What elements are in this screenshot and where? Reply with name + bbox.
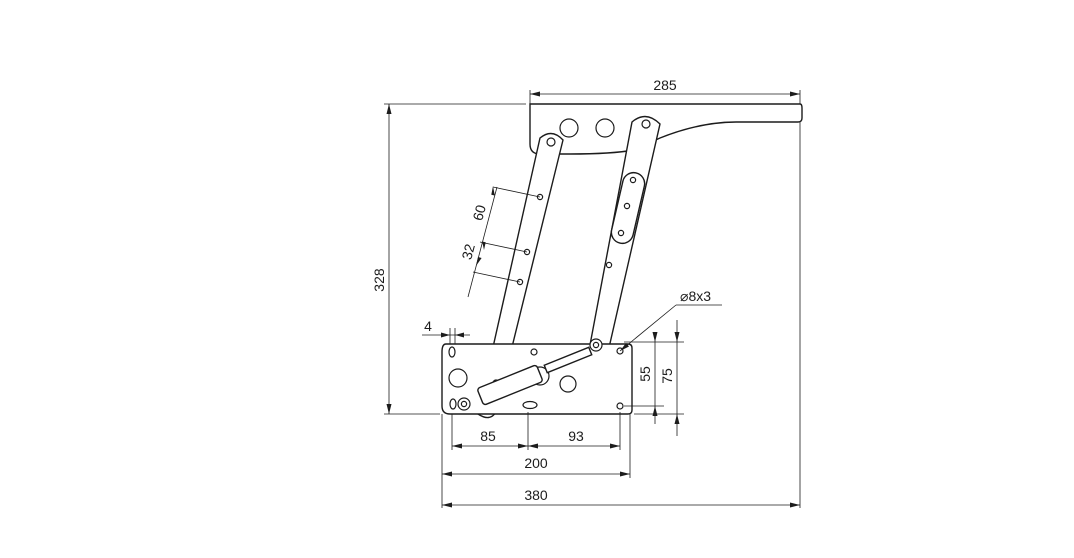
spring-eye-inner — [460, 400, 468, 408]
dimension-span-380: 380 — [442, 122, 801, 508]
dimension-top-width: 285 — [529, 77, 801, 104]
arm-hole — [605, 261, 613, 269]
top-mounting-plate — [529, 103, 803, 155]
arm-hole — [623, 202, 631, 210]
base-slot — [449, 398, 457, 410]
base-hole — [530, 348, 538, 356]
base-hole-large — [559, 375, 577, 393]
spring-eye-inner — [592, 341, 600, 349]
arm-pivot — [641, 119, 651, 129]
base-hole — [616, 402, 624, 410]
spring-cylinder — [477, 364, 543, 406]
dimension-base-offset: 4 — [422, 318, 470, 344]
diameter-symbol: ⌀ — [680, 288, 688, 304]
dimension-label: 4 — [424, 318, 432, 334]
dimension-hole-callout: ⌀8x3 — [619, 288, 722, 352]
gas-spring — [457, 338, 603, 411]
dimension-label: 60 — [469, 203, 489, 222]
dimension-label: 32 — [458, 242, 478, 261]
dimension-label: 93 — [568, 428, 584, 444]
dimension-horizontal-spans: 85 93 — [451, 412, 621, 450]
dimension-label: 285 — [653, 77, 677, 93]
base-hole-large — [448, 368, 468, 388]
plate-hole — [595, 118, 615, 138]
base-slot — [448, 346, 456, 358]
dimension-label: 55 — [637, 366, 653, 382]
arm-pivot — [546, 137, 556, 147]
dimension-label: 75 — [659, 368, 675, 384]
dimension-label: 380 — [524, 487, 548, 503]
dimension-label: ⌀8x3 — [680, 288, 711, 304]
hole-spec: 8x3 — [688, 288, 711, 304]
dimension-right-verticals: 55 75 — [624, 320, 684, 436]
arm-hole — [629, 176, 637, 184]
dimension-arm-holes: 60 32 — [458, 186, 541, 298]
spring-rod — [543, 346, 593, 374]
dimension-label: 328 — [371, 268, 387, 292]
dimension-total-height: 328 — [371, 103, 526, 415]
dimension-span-200: 200 — [441, 414, 631, 508]
arm-hole — [617, 229, 625, 237]
dimension-label: 85 — [480, 428, 496, 444]
plate-hole — [559, 118, 579, 138]
base-slot — [522, 400, 538, 410]
dimension-label: 200 — [524, 455, 548, 471]
